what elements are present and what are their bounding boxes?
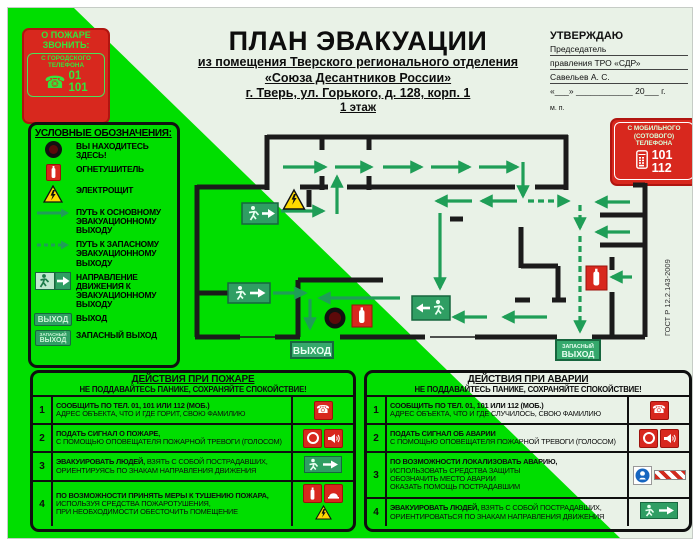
alarm-button-icon (303, 428, 322, 448)
alarm-speaker-icon (324, 428, 343, 448)
table-row: 2 ПОДАТЬ СИГНАЛ О ПОЖАРЕ,С ПОМОЩЬЮ ОПОВЕ… (33, 425, 353, 453)
you-are-here-icon (35, 141, 71, 158)
backup-route-dashed-arrow-icon (35, 239, 71, 251)
approval-line2: правления ТРО «СДР» (550, 58, 688, 70)
city-phone-line4: ТЕЛЕФОНА (47, 61, 85, 69)
approval-date-line: «___» ____________ 20___ г. (550, 86, 666, 96)
legend-item-electrical-panel: ЭЛЕКТРОЩИТ (35, 185, 173, 203)
fire-call-line2: ЗВОНИТЬ: (42, 40, 90, 51)
mobile-phone-line1: С МОБИЛЬНОГО (627, 125, 681, 132)
exit-direction-sign-icon (35, 271, 71, 290)
mobile-phone-line3: ТЕЛЕФОНА (635, 140, 673, 148)
floor-plan: ВЫХОД ЗАПАСНЫЙ ВЫХОД (194, 134, 648, 361)
accident-actions-table: ДЕЙСТВИЯ ПРИ АВАРИИ НЕ ПОДДАВАЙТЕСЬ ПАНИ… (364, 370, 692, 532)
mobile-phone-number-112: 112 (651, 160, 672, 175)
table-row: 3 ЭВАКУИРОВАТЬ ЛЮДЕЙ, ВЗЯТЬ С СОБОЙ ПОСТ… (33, 453, 353, 482)
emergency-exit-sign: ЗАПАСНЫЙ ВЫХОД (555, 339, 601, 361)
alarm-button-icon (639, 428, 658, 448)
gost-standard-label: ГОСТ Р 12.2.143-2009 (663, 259, 672, 337)
floor-plan-walls (194, 134, 648, 340)
mobile-phone-number-101: 101 (651, 148, 673, 163)
phone-call-icon: ☎ (649, 400, 669, 420)
table-row: 1 СООБЩИТЬ ПО ТЕЛ. 01, 101 ИЛИ 112 (МОБ.… (33, 397, 353, 425)
page-title: ПЛАН ЭВАКУАЦИИ (228, 26, 488, 56)
table-row: 3 ПО ВОЗМОЖНОСТИ ЛОКАЛИЗОВАТЬ АВАРИЮ,ИСП… (367, 453, 689, 499)
legend-item-you-are-here: ВЫ НАХОДИТЕСЬ ЗДЕСЬ! (35, 141, 173, 160)
electrical-warning-icon (35, 185, 71, 203)
approval-heading: УТВЕРЖДАЮ (550, 30, 624, 42)
title-floor: 1 этаж (340, 101, 376, 114)
legend-item-backup-route: ПУТЬ К ЗАПАСНОМУ ЭВАКУАЦИОННОМУ ВЫХОДУ (35, 239, 173, 267)
exit-sign-room1 (241, 202, 279, 225)
mobile-phone-icon (635, 149, 648, 174)
fire-extinguisher-icon (35, 164, 71, 182)
exit-direction-sign-icon (304, 455, 342, 478)
electrical-warning-icon (314, 504, 332, 525)
title-block: ПЛАН ЭВАКУАЦИИ из помещения Тверского ре… (178, 28, 538, 114)
fire-call-line1: О ПОЖАРЕ (41, 30, 91, 40)
backup-route-dashed-arrows (528, 194, 587, 334)
svg-text:ЗАПАСНЫЙ: ЗАПАСНЫЙ (562, 342, 594, 350)
legend-title: УСЛОВНЫЕ ОБОЗНАЧЕНИЯ: (35, 128, 172, 139)
approval-line1: Председатель (550, 44, 688, 56)
legend-item-exit: ВЫХОД ВЫХОД (33, 312, 173, 326)
title-address: г. Тверь, ул. Горького, д. 128, корп. 1 (245, 86, 471, 101)
legend-item-main-route: ПУТЬ К ОСНОВНОМУ ЭВАКУАЦИОННОМУ ВЫХОДУ (35, 207, 173, 235)
table-row: 4 ПО ВОЗМОЖНОСТИ ПРИНЯТЬ МЕРЫ К ТУШЕНИЮ … (33, 482, 353, 526)
mobile-phone-inner-frame: С МОБИЛЬНОГО (СОТОВОГО) ТЕЛЕФОНА 101 112 (614, 122, 692, 180)
city-phone-line3: С ГОРОДСКОГО (41, 54, 91, 62)
telephone-icon: ☎ (44, 72, 66, 92)
mobile-phone-line2: (СОТОВОГО) (633, 132, 675, 140)
approval-line3: Савельев А. С. (550, 72, 688, 84)
fire-extinguisher-marker-1 (351, 304, 373, 328)
city-phone-number-01: 01 (68, 70, 82, 83)
exit-direction-sign-icon (640, 501, 678, 524)
approval-block: УТВЕРЖДАЮ Председатель правления ТРО «СД… (550, 30, 688, 112)
legend-item-exit-direction: НАПРАВЛЕНИЕ ДВИЖЕНИЯ К ЭВАКУАЦИОННОМУ ВЫ… (35, 271, 173, 309)
legend-box: УСЛОВНЫЕ ОБОЗНАЧЕНИЯ: ВЫ НАХОДИТЕСЬ ЗДЕС… (28, 122, 180, 368)
approval-stamp: м. п. (550, 105, 565, 112)
city-phone-inner-frame: С ГОРОДСКОГО ТЕЛЕФОНА ☎ 01 101 (27, 52, 105, 98)
main-exit-sign: ВЫХОД (290, 341, 334, 359)
mobile-phone-emergency-box: С МОБИЛЬНОГО (СОТОВОГО) ТЕЛЕФОНА 101 112 (610, 118, 692, 186)
fire-extinguisher-marker-2 (585, 265, 608, 291)
fire-table-title: ДЕЙСТВИЯ ПРИ ПОЖАРЕ (131, 374, 255, 385)
electrical-warning-sign (282, 188, 306, 210)
fire-actions-table: ДЕЙСТВИЯ ПРИ ПОЖАРЕ НЕ ПОДДАВАЙТЕСЬ ПАНИ… (30, 370, 356, 532)
phone-call-icon: ☎ (313, 400, 333, 420)
city-phone-number-101: 101 (68, 82, 88, 95)
svg-text:ВЫХОД: ВЫХОД (293, 346, 331, 357)
accident-table-title: ДЕЙСТВИЯ ПРИ АВАРИИ (467, 374, 589, 385)
main-route-arrow-icon (35, 207, 71, 219)
exit-sign-room2 (227, 282, 271, 304)
fire-extinguisher-icon (303, 483, 322, 503)
fire-table-subtitle: НЕ ПОДДАВАЙТЕСЬ ПАНИКЕ, СОХРАНЯЙТЕ СПОКО… (79, 385, 307, 394)
table-row: 4 ЭВАКУИРОВАТЬ ЛЮДЕЙ, ВЗЯТЬ С СОБОЙ ПОСТ… (367, 499, 689, 526)
main-route-arrows (273, 160, 632, 331)
evacuation-plan-poster: О ПОЖАРЕ ЗВОНИТЬ: С ГОРОДСКОГО ТЕЛЕФОНА … (7, 7, 693, 539)
exit-sign-left-pointing (411, 295, 451, 321)
title-subtitle2: «Союза Десантников России» (264, 70, 452, 85)
accident-table-subtitle: НЕ ПОДДАВАЙТЕСЬ ПАНИКЕ, СОХРАНЯЙТЕ СПОКО… (414, 385, 642, 394)
title-subtitle1: из помещения Тверского регионального отд… (197, 55, 519, 69)
respirator-protection-icon (632, 465, 652, 485)
barrier-tape-icon (653, 470, 686, 480)
exit-badge-icon: ВЫХОД (33, 312, 73, 326)
city-phone-emergency-box: О ПОЖАРЕ ЗВОНИТЬ: С ГОРОДСКОГО ТЕЛЕФОНА … (22, 28, 110, 124)
svg-text:ВЫХОД: ВЫХОД (562, 349, 595, 359)
accident-table-header: ДЕЙСТВИЯ ПРИ АВАРИИ НЕ ПОДДАВАЙТЕСЬ ПАНИ… (367, 373, 689, 397)
alarm-speaker-icon (660, 428, 679, 448)
green-diagonal-background (8, 8, 620, 538)
you-are-here-marker (324, 307, 346, 329)
table-row: 1 СООБЩИТЬ ПО ТЕЛ. 01, 101 ИЛИ 112 (МОБ.… (367, 397, 689, 425)
fire-hose-icon (324, 483, 343, 503)
legend-item-extinguisher: ОГНЕТУШИТЕЛЬ (35, 164, 173, 182)
fire-table-header: ДЕЙСТВИЯ ПРИ ПОЖАРЕ НЕ ПОДДАВАЙТЕСЬ ПАНИ… (33, 373, 353, 397)
